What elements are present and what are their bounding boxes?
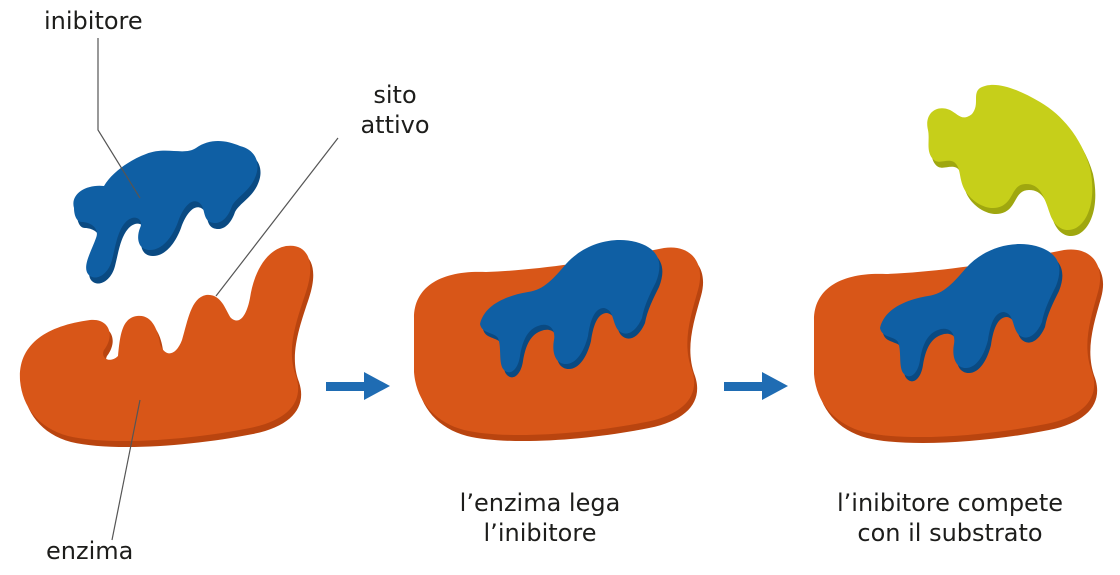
label-inhibitor: inibitore [44, 6, 143, 36]
arrow-right-icon [326, 372, 390, 400]
enzyme-free [20, 246, 313, 447]
substrate [927, 85, 1095, 236]
label-active-site-line2: attivo [340, 110, 450, 140]
caption-step2-line1: l’enzima lega [410, 488, 670, 518]
enzyme-with-inhibitor-competing [814, 244, 1103, 443]
caption-step3-line2: con il substrato [800, 518, 1100, 548]
inhibitor-free [73, 141, 260, 284]
label-active-site-line1: sito [340, 80, 450, 110]
enzyme-with-inhibitor [414, 240, 703, 441]
caption-step3-line1: l’inibitore compete [800, 488, 1100, 518]
caption-step2-line2: l’inibitore [410, 518, 670, 548]
caption-step3: l’inibitore compete con il substrato [800, 488, 1100, 548]
arrow-right-icon [724, 372, 788, 400]
label-active-site: sito attivo [340, 80, 450, 140]
caption-step2: l’enzima lega l’inibitore [410, 488, 670, 548]
label-enzyme: enzima [46, 536, 133, 566]
